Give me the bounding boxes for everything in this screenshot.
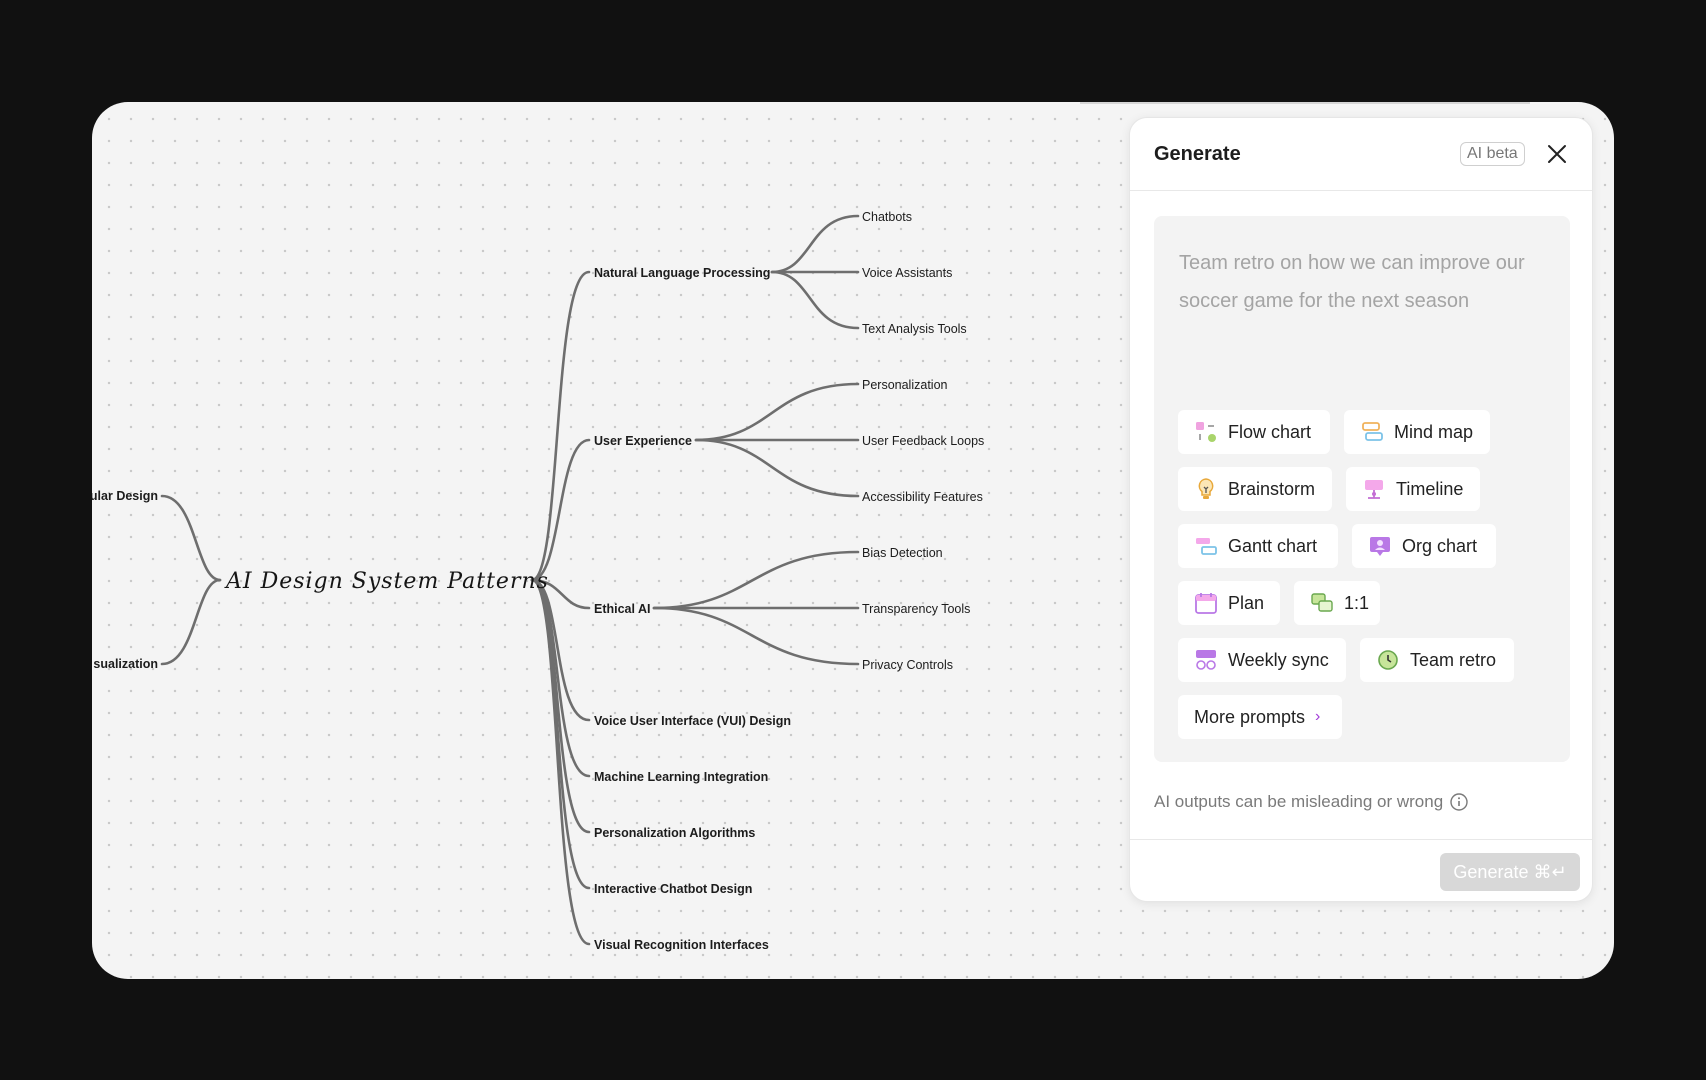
flow-chart-icon	[1196, 422, 1216, 442]
connector	[530, 578, 591, 778]
branch-node[interactable]: User Experience	[594, 434, 692, 448]
template-team-retro[interactable]: Team retro	[1360, 638, 1514, 682]
chip-label: Org chart	[1402, 535, 1478, 556]
branch-node[interactable]: Personalization Algorithms	[594, 826, 755, 840]
toolbar-edge	[1080, 102, 1530, 104]
generate-button[interactable]: Generate ⌘↵	[1440, 853, 1580, 891]
chip-label: Flow chart	[1228, 421, 1312, 442]
connector	[160, 494, 222, 582]
left-node[interactable]: sualization	[93, 657, 158, 671]
connector	[530, 578, 591, 946]
connector	[770, 270, 860, 330]
branch-node[interactable]: Machine Learning Integration	[594, 770, 768, 784]
leaf-node[interactable]: Text Analysis Tools	[862, 322, 967, 336]
branch-node[interactable]: Voice User Interface (VUI) Design	[594, 714, 791, 728]
lightbulb-icon	[1198, 478, 1214, 499]
chip-label: Brainstorm	[1228, 478, 1316, 499]
connector	[530, 578, 591, 610]
template-flow-chart[interactable]: Flow chart	[1178, 410, 1330, 454]
template-plan[interactable]: Plan	[1178, 581, 1280, 625]
connector	[694, 382, 860, 442]
leaf-node[interactable]: Chatbots	[862, 210, 912, 224]
template-timeline[interactable]: Timeline	[1346, 467, 1480, 511]
chip-label: Plan	[1228, 592, 1265, 613]
leaf-node[interactable]: User Feedback Loops	[862, 434, 984, 448]
chip-label: Weekly sync	[1228, 649, 1329, 670]
info-icon[interactable]	[1449, 792, 1469, 812]
branch-node[interactable]: Interactive Chatbot Design	[594, 882, 752, 896]
branch-node[interactable]: Ethical AI	[594, 602, 651, 616]
org-chart-icon	[1370, 537, 1390, 556]
connector	[530, 270, 591, 582]
leaf-node[interactable]: Personalization	[862, 378, 948, 392]
disclaimer-text: AI outputs can be misleading or wrong	[1154, 792, 1444, 811]
panel-footer-divider	[1130, 839, 1592, 840]
connector	[652, 606, 860, 666]
calendar-icon	[1195, 593, 1217, 614]
branch-node[interactable]: Visual Recognition Interfaces	[594, 938, 769, 952]
mind-map: AI Design System Patterns ular Design su…	[92, 210, 984, 952]
connector	[160, 578, 222, 666]
template-brainstorm[interactable]: Brainstorm	[1178, 467, 1332, 511]
template-mind-map[interactable]: Mind map	[1344, 410, 1490, 454]
gantt-chart-icon	[1196, 538, 1217, 555]
leaf-node[interactable]: Transparency Tools	[862, 602, 970, 616]
ai-disclaimer: AI outputs can be misleading or wrong	[1154, 792, 1469, 812]
connector	[694, 438, 860, 498]
chip-label: Timeline	[1396, 478, 1464, 499]
generate-panel: Generate AI beta Team retro on how we ca…	[1129, 117, 1593, 902]
leaf-node[interactable]: Accessibility Features	[862, 490, 983, 504]
mind-map-icon	[1362, 422, 1383, 441]
leaf-node[interactable]: Bias Detection	[862, 546, 943, 560]
left-node[interactable]: ular Design	[92, 489, 158, 503]
connectors	[160, 214, 860, 946]
timeline-icon	[1365, 480, 1383, 499]
template-gantt-chart[interactable]: Gantt chart	[1178, 524, 1338, 568]
chip-label: Team retro	[1410, 649, 1497, 670]
leaf-node[interactable]: Privacy Controls	[862, 658, 953, 672]
central-topic[interactable]: AI Design System Patterns	[224, 569, 549, 594]
template-org-chart[interactable]: Org chart	[1352, 524, 1496, 568]
prompt-input[interactable]: Team retro on how we can improve our soc…	[1154, 216, 1570, 762]
chat-bubbles-icon	[1311, 593, 1333, 612]
panel-header: Generate AI beta	[1130, 118, 1592, 191]
more-prompts-button[interactable]: More prompts ›	[1178, 695, 1342, 739]
clock-icon	[1378, 650, 1398, 670]
template-one-on-one[interactable]: 1:1	[1294, 581, 1380, 625]
chip-label: 1:1	[1344, 592, 1370, 613]
connector	[770, 214, 860, 274]
panel-title: Generate	[1154, 143, 1241, 165]
ai-beta-badge: AI beta	[1460, 142, 1525, 166]
branch-node[interactable]: Natural Language Processing	[594, 266, 770, 280]
connector	[652, 550, 860, 610]
chip-label: Mind map	[1394, 421, 1474, 442]
leaf-node[interactable]: Voice Assistants	[862, 266, 952, 280]
more-prompts-label: More prompts	[1194, 706, 1306, 727]
chevron-right-icon: ›	[1315, 708, 1321, 725]
chip-label: Gantt chart	[1228, 535, 1318, 556]
template-weekly-sync[interactable]: Weekly sync	[1178, 638, 1346, 682]
close-icon[interactable]	[1544, 141, 1570, 167]
weekly-sync-icon	[1196, 650, 1216, 670]
connector	[530, 438, 591, 582]
prompt-placeholder: Team retro on how we can improve our soc…	[1179, 252, 1525, 312]
